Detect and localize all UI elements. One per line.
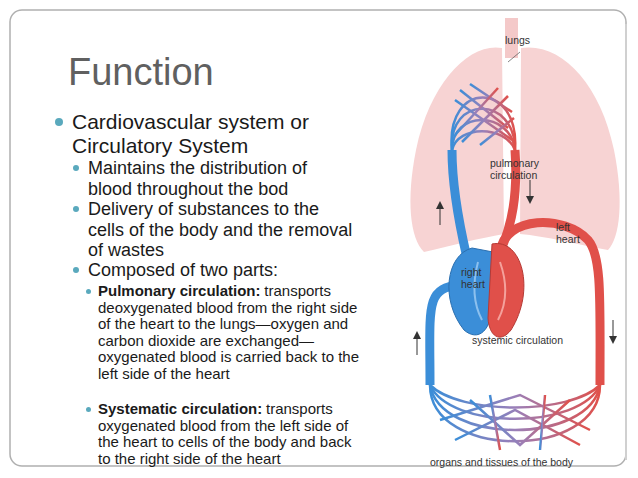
body-capillaries — [430, 385, 600, 450]
leader-line — [508, 52, 520, 62]
bullet-text: Cardiovascular system or Circulatory Sys… — [72, 110, 309, 157]
diagram-label: systemic circulation — [472, 334, 592, 346]
slide-frame — [10, 10, 626, 466]
bullet-item: Composed of two parts: — [88, 260, 356, 281]
diagram-label: left heart — [556, 221, 588, 245]
flow-arrow — [530, 180, 531, 200]
slide-title: Function — [68, 50, 214, 94]
heart-detail — [498, 262, 505, 320]
bullet-marker — [86, 407, 91, 412]
pulmonary-artery — [452, 150, 468, 262]
bullet-item: Systematic circulation:transports oxygen… — [98, 401, 360, 467]
diagram-label: pulmonary circulation — [490, 157, 550, 181]
left-heart-shape — [488, 244, 524, 338]
bullet-marker — [73, 267, 79, 273]
bullet-marker — [86, 289, 91, 294]
bullet-text: Composed of two parts: — [88, 260, 278, 280]
bullet-marker — [73, 165, 79, 171]
diagram-label: lungs — [505, 34, 545, 46]
bullet-item: Delivery of substances to the cells of t… — [88, 199, 356, 261]
bullet-text: Pulmonary circulation: — [98, 282, 261, 299]
frame-shadow — [625, 24, 627, 460]
bullet-item: Pulmonary circulation:transports deoxyge… — [98, 283, 360, 382]
right-heart-shape — [449, 248, 493, 335]
flow-arrow — [613, 320, 614, 340]
diagram-label: organs and tissues of the body — [430, 456, 620, 468]
bullet-item: Cardiovascular system or Circulatory Sys… — [72, 110, 402, 158]
bullet-text: Delivery of substances to the cells of t… — [88, 199, 352, 260]
bullet-marker — [55, 118, 63, 126]
bullet-text: Maintains the distribution of blood thro… — [88, 158, 307, 199]
diagram-label: right heart — [461, 266, 493, 290]
bullet-item: Maintains the distribution of blood thro… — [88, 158, 356, 199]
lung-capillaries — [452, 84, 516, 150]
flow-arrow — [417, 335, 418, 355]
bullet-marker — [73, 206, 79, 212]
flow-arrow — [440, 205, 441, 225]
bullet-text: Systematic circulation: — [98, 400, 262, 417]
